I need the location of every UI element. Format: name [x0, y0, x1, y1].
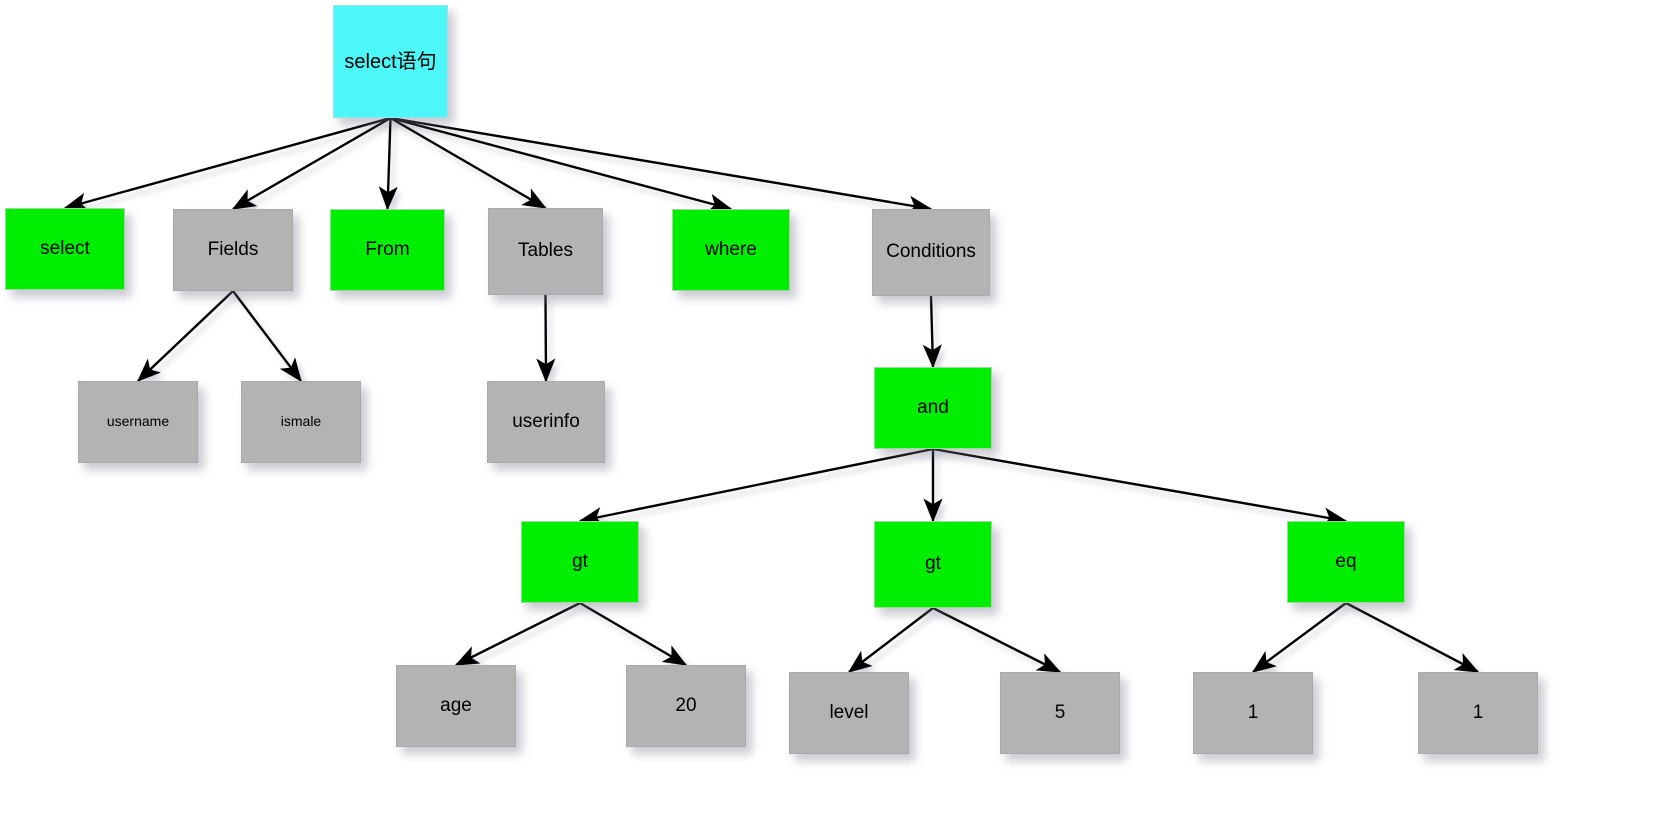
node-label-fields: Fields — [207, 238, 259, 260]
node-from[interactable]: From — [330, 209, 445, 291]
node-label-and: and — [917, 396, 949, 418]
node-age[interactable]: age — [396, 665, 516, 747]
node-label-userinfo: userinfo — [512, 410, 580, 432]
node-label-tables: Tables — [518, 240, 573, 262]
edge-root-to-where — [390, 116, 733, 213]
edge-root-to-conditions — [390, 116, 933, 215]
node-label-where: where — [705, 238, 757, 260]
edge-eq-to-one_right — [1345, 601, 1480, 674]
node-label-gt2: gt — [925, 553, 941, 575]
edge-root-to-select — [63, 116, 391, 212]
node-label-gt1: gt — [572, 550, 588, 572]
edge-eq-to-one_left — [1251, 602, 1347, 673]
node-label-level: level — [829, 701, 869, 723]
edge-fields-to-ismale — [232, 290, 302, 383]
edge-and-to-eq — [932, 447, 1348, 527]
node-label-age: age — [440, 694, 472, 716]
node-label-select: select — [40, 237, 90, 259]
node-label-conditions: Conditions — [886, 241, 976, 263]
node-ismale[interactable]: ismale — [241, 381, 361, 463]
edge-gt2-to-five — [932, 606, 1062, 674]
node-gt2[interactable]: gt — [874, 521, 992, 608]
node-label-root: select语句 — [344, 50, 437, 73]
node-level[interactable]: level — [789, 672, 909, 754]
node-userinfo[interactable]: userinfo — [487, 381, 605, 463]
node-label-username: username — [106, 413, 170, 430]
node-five[interactable]: 5 — [1000, 672, 1120, 754]
node-select[interactable]: select — [5, 208, 125, 290]
edge-conditions-to-and — [922, 295, 942, 369]
edge-root-to-fields — [231, 116, 392, 211]
node-gt1[interactable]: gt — [521, 521, 639, 603]
node-where[interactable]: where — [672, 209, 790, 291]
edge-root-to-tables — [389, 116, 547, 210]
node-and[interactable]: and — [874, 367, 992, 449]
node-one_left[interactable]: 1 — [1193, 672, 1313, 754]
node-tables[interactable]: Tables — [488, 208, 603, 295]
node-label-twenty: 20 — [675, 694, 697, 716]
edge-gt1-to-twenty — [579, 601, 688, 667]
edge-and-to-gt1 — [578, 447, 934, 526]
node-eq[interactable]: eq — [1287, 521, 1405, 603]
node-username[interactable]: username — [78, 381, 198, 463]
node-label-one_left: 1 — [1247, 701, 1259, 723]
edge-gt2-to-level — [847, 607, 934, 673]
node-twenty[interactable]: 20 — [626, 665, 746, 747]
node-label-ismale: ismale — [280, 413, 322, 430]
edge-fields-to-username — [136, 290, 234, 382]
node-label-one_right: 1 — [1472, 701, 1484, 723]
node-fields[interactable]: Fields — [173, 209, 293, 291]
edge-tables-to-userinfo — [536, 294, 556, 383]
node-root[interactable]: select语句 — [333, 5, 448, 118]
node-label-from: From — [365, 238, 410, 260]
node-label-eq: eq — [1335, 550, 1357, 572]
node-conditions[interactable]: Conditions — [872, 209, 990, 296]
edge-gt1-to-age — [454, 601, 581, 667]
node-one_right[interactable]: 1 — [1418, 672, 1538, 754]
edge-root-to-from — [378, 117, 398, 211]
node-label-five: 5 — [1054, 701, 1066, 723]
